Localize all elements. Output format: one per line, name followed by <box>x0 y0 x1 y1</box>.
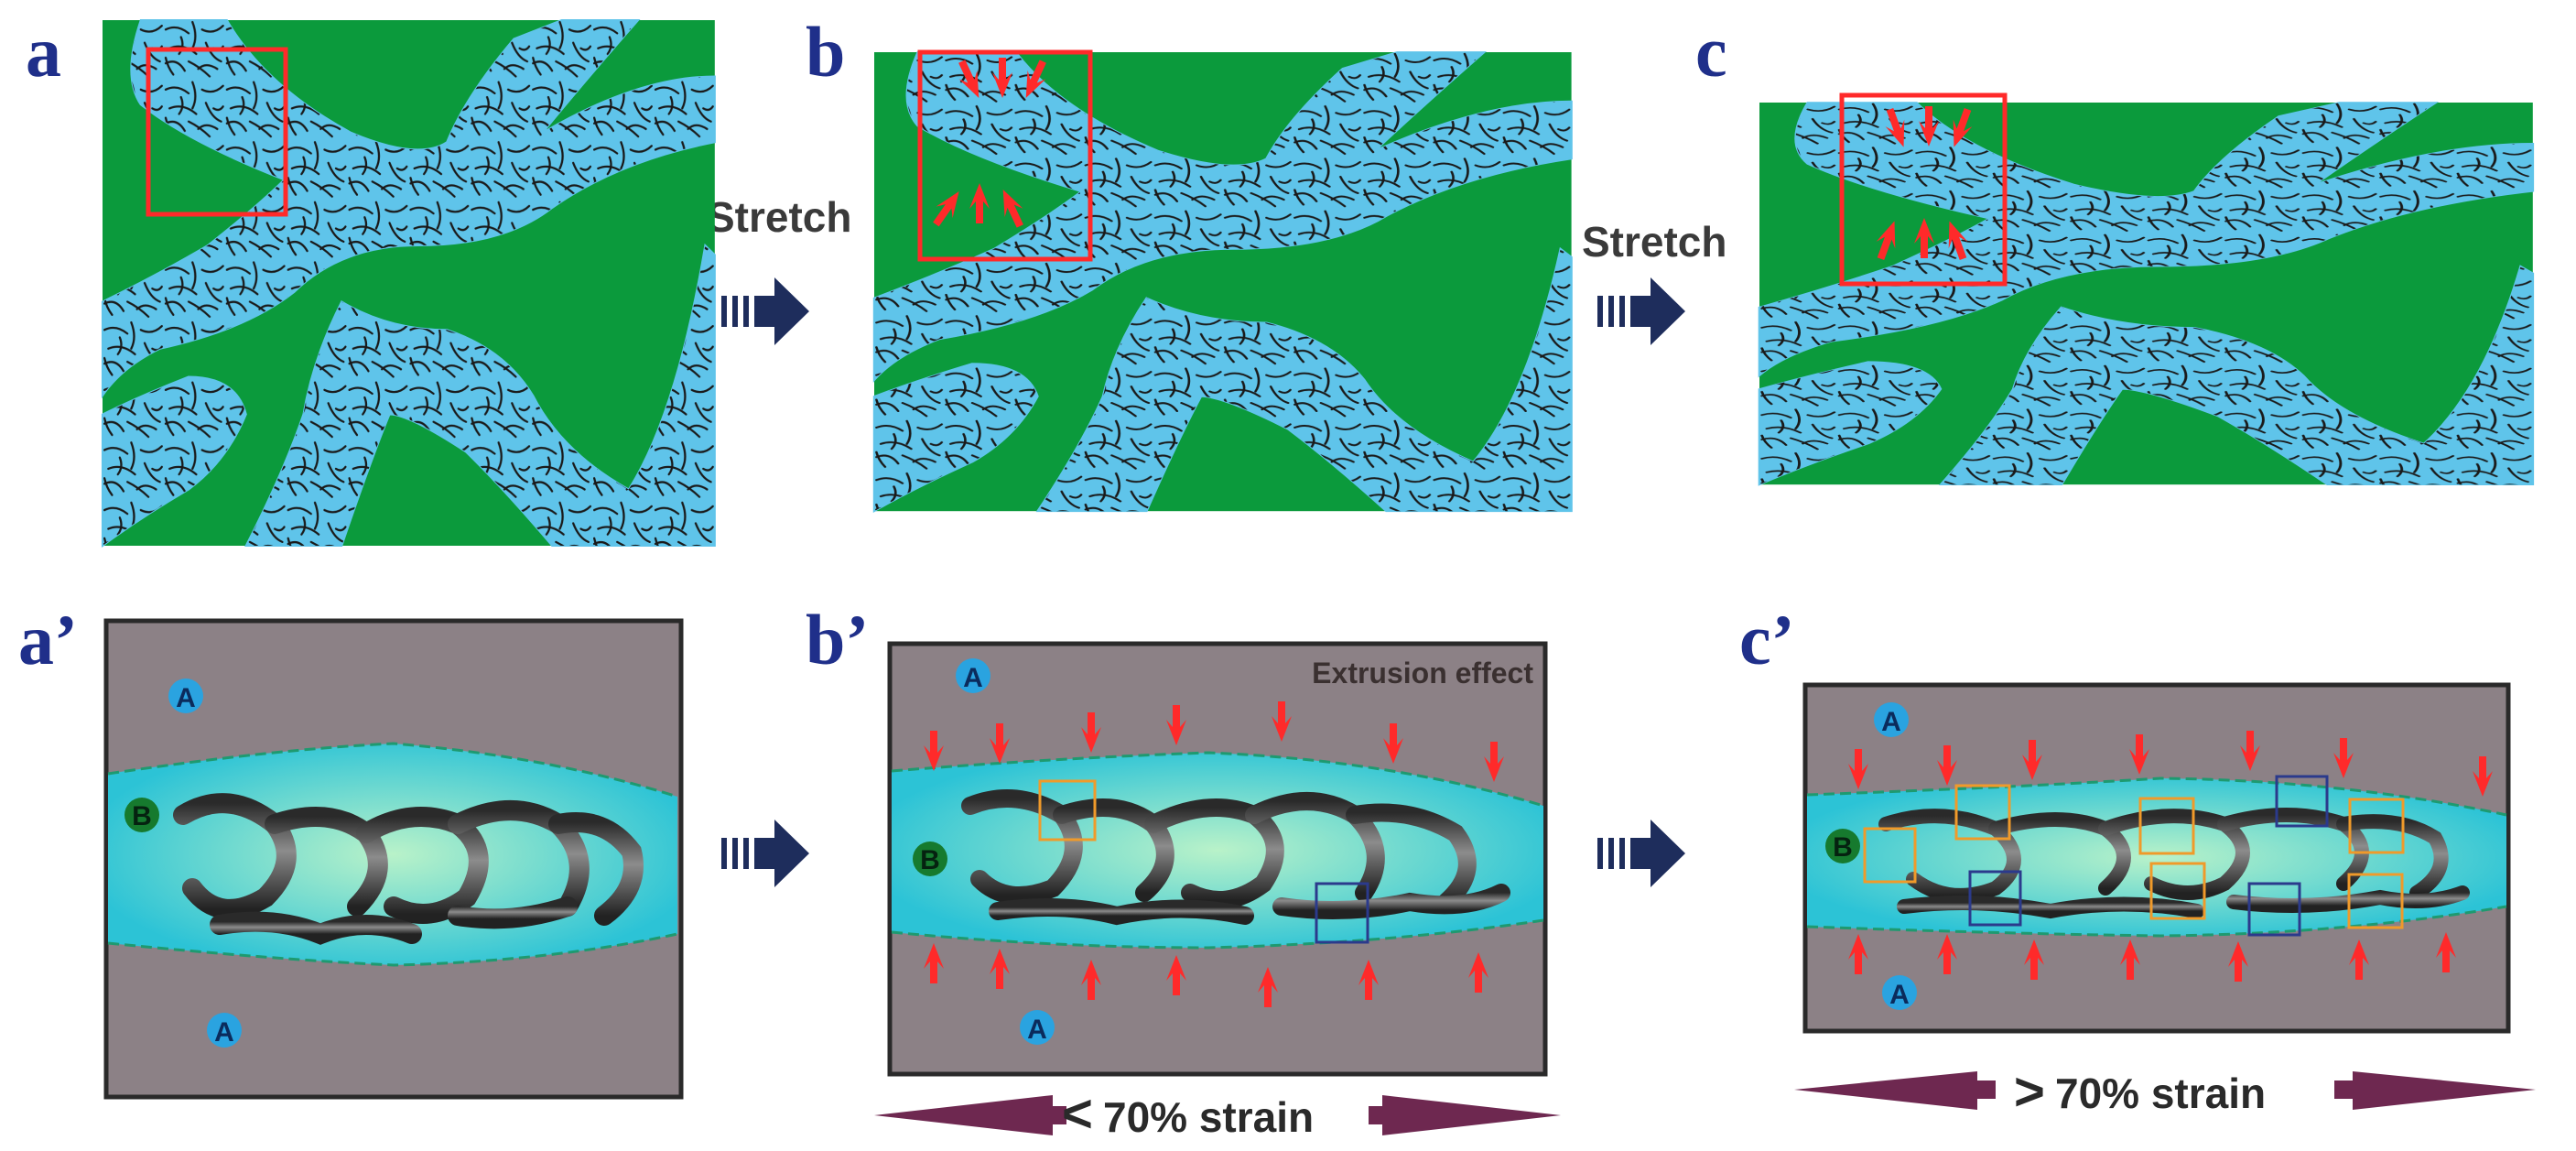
phase-marker-b-1 <box>124 798 159 832</box>
junction-box-orange-c5 <box>2348 798 2405 854</box>
stretch-label-1: Stretch <box>707 193 852 241</box>
phase-label-b-2: B <box>920 845 940 875</box>
phase-marker-a-1 <box>168 679 203 713</box>
stretch-arrow-3 <box>721 820 809 887</box>
strain-arrow-high <box>1794 1071 2536 1110</box>
junction-box-orange-c4 <box>2149 862 2206 920</box>
filler-network-a-prime <box>173 793 644 945</box>
phase-label-a-3: A <box>963 663 983 693</box>
phase-marker-a-5 <box>1874 702 1909 737</box>
phase-label-a-1: A <box>176 683 196 713</box>
strain-label-low: 70% strain <box>1103 1093 1314 1141</box>
panel-label-a-prime: a’ <box>18 600 78 679</box>
panel-b-prime-schematic <box>887 641 1548 1077</box>
phase-marker-b-3 <box>1825 829 1860 863</box>
phase-label-b-1: B <box>132 801 152 831</box>
phase-label-a-6: A <box>1889 980 1910 1010</box>
strain-label-high: 70% strain <box>2055 1070 2266 1117</box>
junction-box-orange-b1 <box>1038 779 1097 842</box>
junction-box-orange-c1 <box>1863 827 1917 884</box>
phase-label-a-2: A <box>214 1017 234 1048</box>
phase-marker-a-2 <box>207 1013 242 1048</box>
phase-marker-a-6 <box>1882 975 1917 1010</box>
junction-box-blue-c3 <box>2247 882 2301 937</box>
phase-label-a-5: A <box>1881 707 1901 737</box>
phase-marker-a-3 <box>956 658 990 693</box>
phase-label-a-4: A <box>1027 1015 1047 1045</box>
panel-a-prime-schematic <box>103 618 684 1100</box>
strain-sign-high: > <box>2014 1062 2045 1122</box>
panel-label-c: c <box>1695 12 1727 92</box>
highlight-box-a <box>146 47 288 217</box>
junction-box-blue-c2 <box>1968 870 2022 927</box>
stretch-arrow-4 <box>1597 820 1685 887</box>
junction-box-orange-c6 <box>2347 873 2404 929</box>
stretch-arrow-2 <box>1597 277 1685 345</box>
extrusion-effect-label: Extrusion effect <box>1312 657 1533 690</box>
highlight-box-b <box>917 49 1093 262</box>
stretch-arrow-1 <box>721 277 809 345</box>
phase-label-b-3: B <box>1833 832 1853 863</box>
phase-marker-a-4 <box>1020 1010 1055 1045</box>
panel-c-prime-schematic <box>1802 682 2511 1034</box>
panel-a-network <box>101 18 716 548</box>
strain-sign-low: < <box>1062 1084 1093 1144</box>
stretch-label-2: Stretch <box>1582 218 1727 266</box>
filler-network-b-prime <box>961 789 1510 926</box>
panel-label-b-prime: b’ <box>806 600 870 679</box>
panel-label-c-prime: c’ <box>1739 600 1795 679</box>
panel-c-network <box>1758 92 2535 486</box>
panel-label-b: b <box>806 12 846 92</box>
phase-marker-b-2 <box>913 842 947 876</box>
junction-box-blue-b1 <box>1315 882 1369 944</box>
panel-b-network <box>872 49 1573 513</box>
strain-arrow-low <box>874 1095 1561 1135</box>
junction-box-blue-c1 <box>2275 775 2329 828</box>
panel-label-a: a <box>26 12 61 92</box>
junction-box-orange-c2 <box>1954 784 2011 841</box>
highlight-box-c <box>1839 92 2008 287</box>
junction-box-orange-c3 <box>2138 797 2195 855</box>
